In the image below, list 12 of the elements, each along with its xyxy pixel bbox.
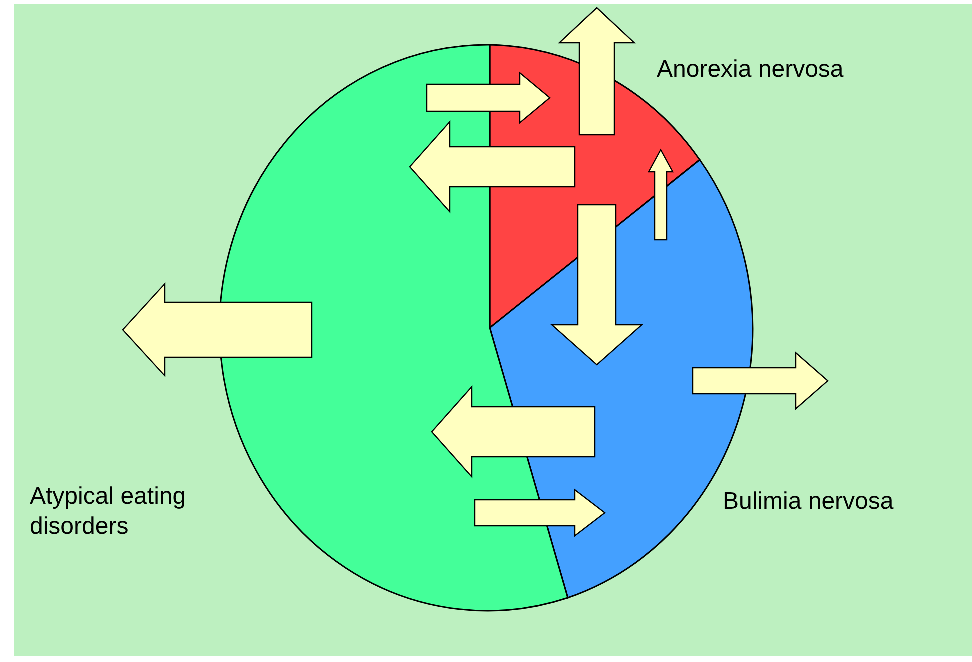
block-arrow (426, 72, 551, 124)
category-label: Anorexia nervosa (657, 55, 845, 85)
category-label: Atypical eating disorders (30, 482, 188, 542)
block-arrow (431, 385, 596, 479)
block-arrow (648, 148, 674, 241)
block-arrow (558, 7, 636, 136)
block-arrow (550, 204, 644, 366)
block-arrow (122, 282, 313, 378)
block-arrow (692, 352, 829, 410)
block-arrow (474, 488, 606, 538)
category-label: Bulimia nervosa (723, 487, 895, 517)
block-arrow (409, 120, 576, 214)
